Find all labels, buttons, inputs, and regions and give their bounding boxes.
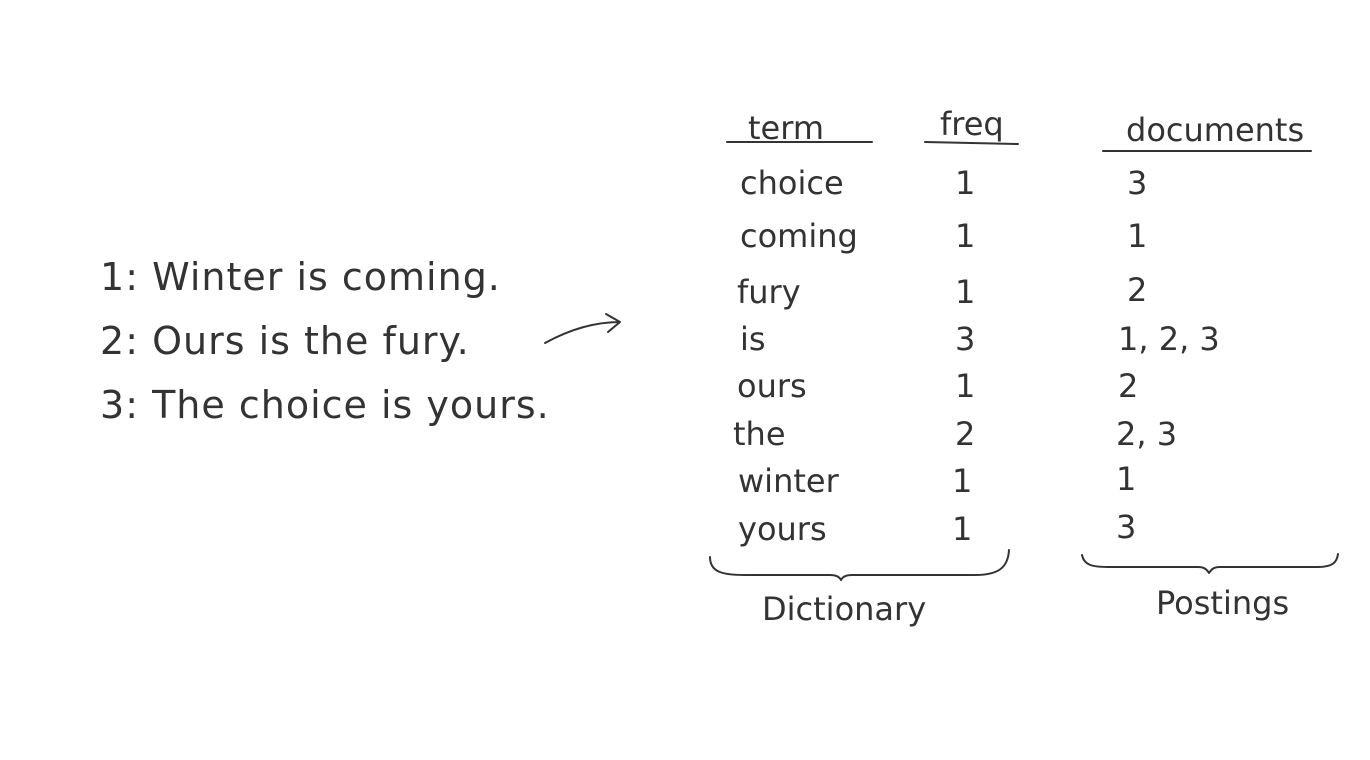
dictionary-label: Dictionary bbox=[762, 590, 927, 628]
document-id: 1 bbox=[100, 255, 126, 299]
freq-cell: 3 bbox=[955, 320, 976, 358]
documents-column-header: documents bbox=[1126, 111, 1305, 149]
document-3: 3: The choice is yours. bbox=[100, 383, 550, 427]
term-cell: ours bbox=[737, 367, 807, 405]
arrow-icon bbox=[544, 313, 621, 344]
freq-cell: 1 bbox=[955, 273, 976, 311]
term-cell: coming bbox=[740, 217, 858, 255]
term-column-header: term bbox=[748, 109, 824, 147]
freq-column-header: freq bbox=[940, 105, 1004, 143]
postings-cell: 3 bbox=[1116, 508, 1137, 546]
document-2: 2: Ours is the fury. bbox=[100, 319, 470, 363]
freq-cell: 2 bbox=[955, 415, 976, 453]
postings-cell: 2 bbox=[1127, 271, 1148, 309]
postings-cell: 1, 2, 3 bbox=[1118, 320, 1220, 358]
freq-cell: 1 bbox=[952, 462, 973, 500]
freq-cell: 1 bbox=[952, 510, 973, 548]
postings-cell: 3 bbox=[1127, 164, 1148, 202]
document-id: 3 bbox=[100, 383, 126, 427]
document-text: Winter is coming. bbox=[152, 255, 501, 299]
freq-cell: 1 bbox=[955, 217, 976, 255]
document-text: Ours is the fury. bbox=[152, 319, 470, 363]
postings-cell: 2, 3 bbox=[1116, 415, 1178, 453]
term-cell: winter bbox=[738, 462, 839, 500]
freq-cell: 1 bbox=[955, 367, 976, 405]
dictionary-brace bbox=[709, 549, 1010, 581]
term-cell: is bbox=[740, 320, 766, 358]
postings-cell: 1 bbox=[1127, 217, 1148, 255]
postings-cell: 2 bbox=[1118, 367, 1139, 405]
freq-header-underline bbox=[924, 141, 1019, 145]
term-cell: fury bbox=[737, 273, 801, 311]
postings-cell: 1 bbox=[1116, 460, 1137, 498]
freq-cell: 1 bbox=[955, 164, 976, 202]
document-text: The choice is yours. bbox=[152, 383, 550, 427]
term-cell: choice bbox=[740, 164, 844, 202]
document-1: 1: Winter is coming. bbox=[100, 255, 501, 299]
postings-brace bbox=[1081, 553, 1339, 574]
term-cell: yours bbox=[738, 510, 827, 548]
term-cell: the bbox=[733, 415, 786, 453]
document-id: 2 bbox=[100, 319, 126, 363]
postings-label: Postings bbox=[1156, 584, 1290, 622]
